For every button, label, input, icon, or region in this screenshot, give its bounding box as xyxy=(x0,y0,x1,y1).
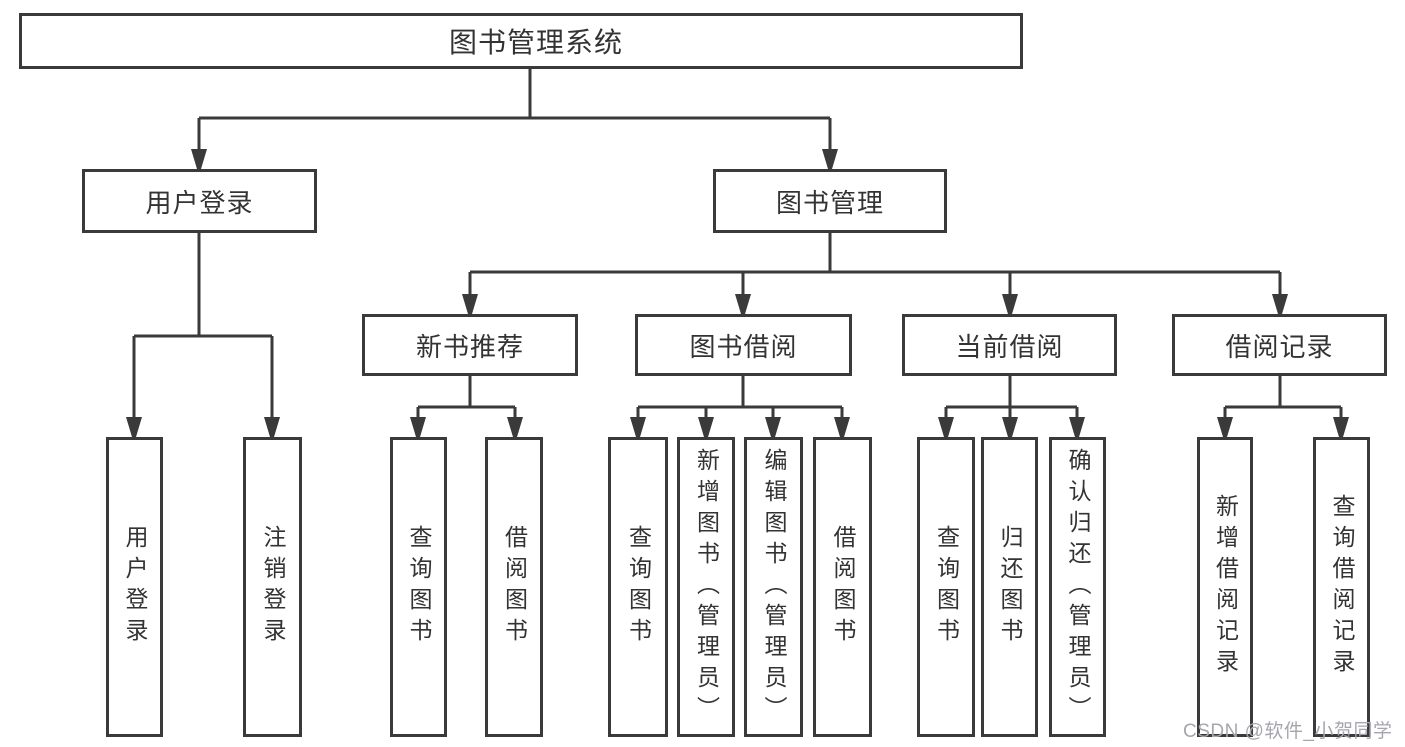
arrowhead-icon xyxy=(1069,417,1085,437)
arrowhead-icon xyxy=(1272,294,1288,314)
arrowhead-icon xyxy=(410,417,426,437)
leaf-add-borrow-record: 新增借阅记录 xyxy=(1197,437,1253,737)
leaf-borrow-books-recommend: 借阅图书 xyxy=(485,437,543,737)
node-book-management: 图书管理 xyxy=(713,169,947,233)
leaf-user-login: 用户登录 xyxy=(106,437,163,737)
arrowhead-icon xyxy=(1002,294,1018,314)
leaf-edit-books-admin: 编辑图书（管理员） xyxy=(744,437,803,737)
leaf-confirm-return-admin: 确认归还（管理员） xyxy=(1049,437,1106,737)
arrowhead-icon xyxy=(698,417,714,437)
arrowhead-icon xyxy=(1333,417,1349,437)
csdn-watermark: CSDN @软件_小贺同学 xyxy=(1183,721,1393,742)
node-current-borrowing: 当前借阅 xyxy=(902,314,1117,376)
arrowhead-icon xyxy=(834,417,850,437)
arrowhead-icon xyxy=(735,294,751,314)
node-library-management-system: 图书管理系统 xyxy=(19,13,1023,69)
leaf-add-books-admin: 新增图书（管理员） xyxy=(677,437,735,737)
leaf-query-books-recommend: 查询图书 xyxy=(390,437,447,737)
leaf-label: 归还图书 xyxy=(997,525,1023,649)
arrowhead-icon xyxy=(1002,417,1018,437)
leaf-label: 查询图书 xyxy=(625,525,652,649)
arrowhead-icon xyxy=(822,149,838,169)
leaf-label: 借阅图书 xyxy=(830,525,856,649)
arrowhead-icon xyxy=(507,417,523,437)
leaf-label: 注销登录 xyxy=(260,525,286,649)
leaf-label: 借阅图书 xyxy=(501,525,528,649)
node-borrowing-records: 借阅记录 xyxy=(1172,314,1387,376)
leaf-label: 新增图书（管理员） xyxy=(693,447,720,727)
node-new-book-recommendation: 新书推荐 xyxy=(362,314,578,376)
leaf-query-books-current: 查询图书 xyxy=(917,437,975,737)
leaf-label: 查询借阅记录 xyxy=(1329,494,1355,680)
arrowhead-icon xyxy=(191,149,207,169)
node-book-borrowing: 图书借阅 xyxy=(635,314,852,376)
arrowhead-icon xyxy=(765,417,781,437)
leaf-label: 查询图书 xyxy=(406,525,432,649)
arrowhead-icon xyxy=(126,417,142,437)
leaf-label: 编辑图书（管理员） xyxy=(761,447,787,727)
leaf-query-books-borrowing: 查询图书 xyxy=(608,437,668,737)
leaf-label: 用户登录 xyxy=(122,525,148,649)
arrowhead-icon xyxy=(264,417,280,437)
arrowhead-icon xyxy=(1217,417,1233,437)
arrowhead-icon xyxy=(462,294,478,314)
leaf-return-books: 归还图书 xyxy=(981,437,1038,737)
leaf-label: 确认归还（管理员） xyxy=(1065,447,1091,727)
leaf-label: 查询图书 xyxy=(933,525,960,649)
node-user-login: 用户登录 xyxy=(82,169,317,233)
leaf-logout-login: 注销登录 xyxy=(243,437,302,737)
leaf-borrow-books-borrowing: 借阅图书 xyxy=(813,437,872,737)
arrowhead-icon xyxy=(938,417,954,437)
leaf-label: 新增借阅记录 xyxy=(1212,494,1239,680)
arrowhead-icon xyxy=(630,417,646,437)
leaf-query-borrow-record: 查询借阅记录 xyxy=(1313,437,1370,737)
